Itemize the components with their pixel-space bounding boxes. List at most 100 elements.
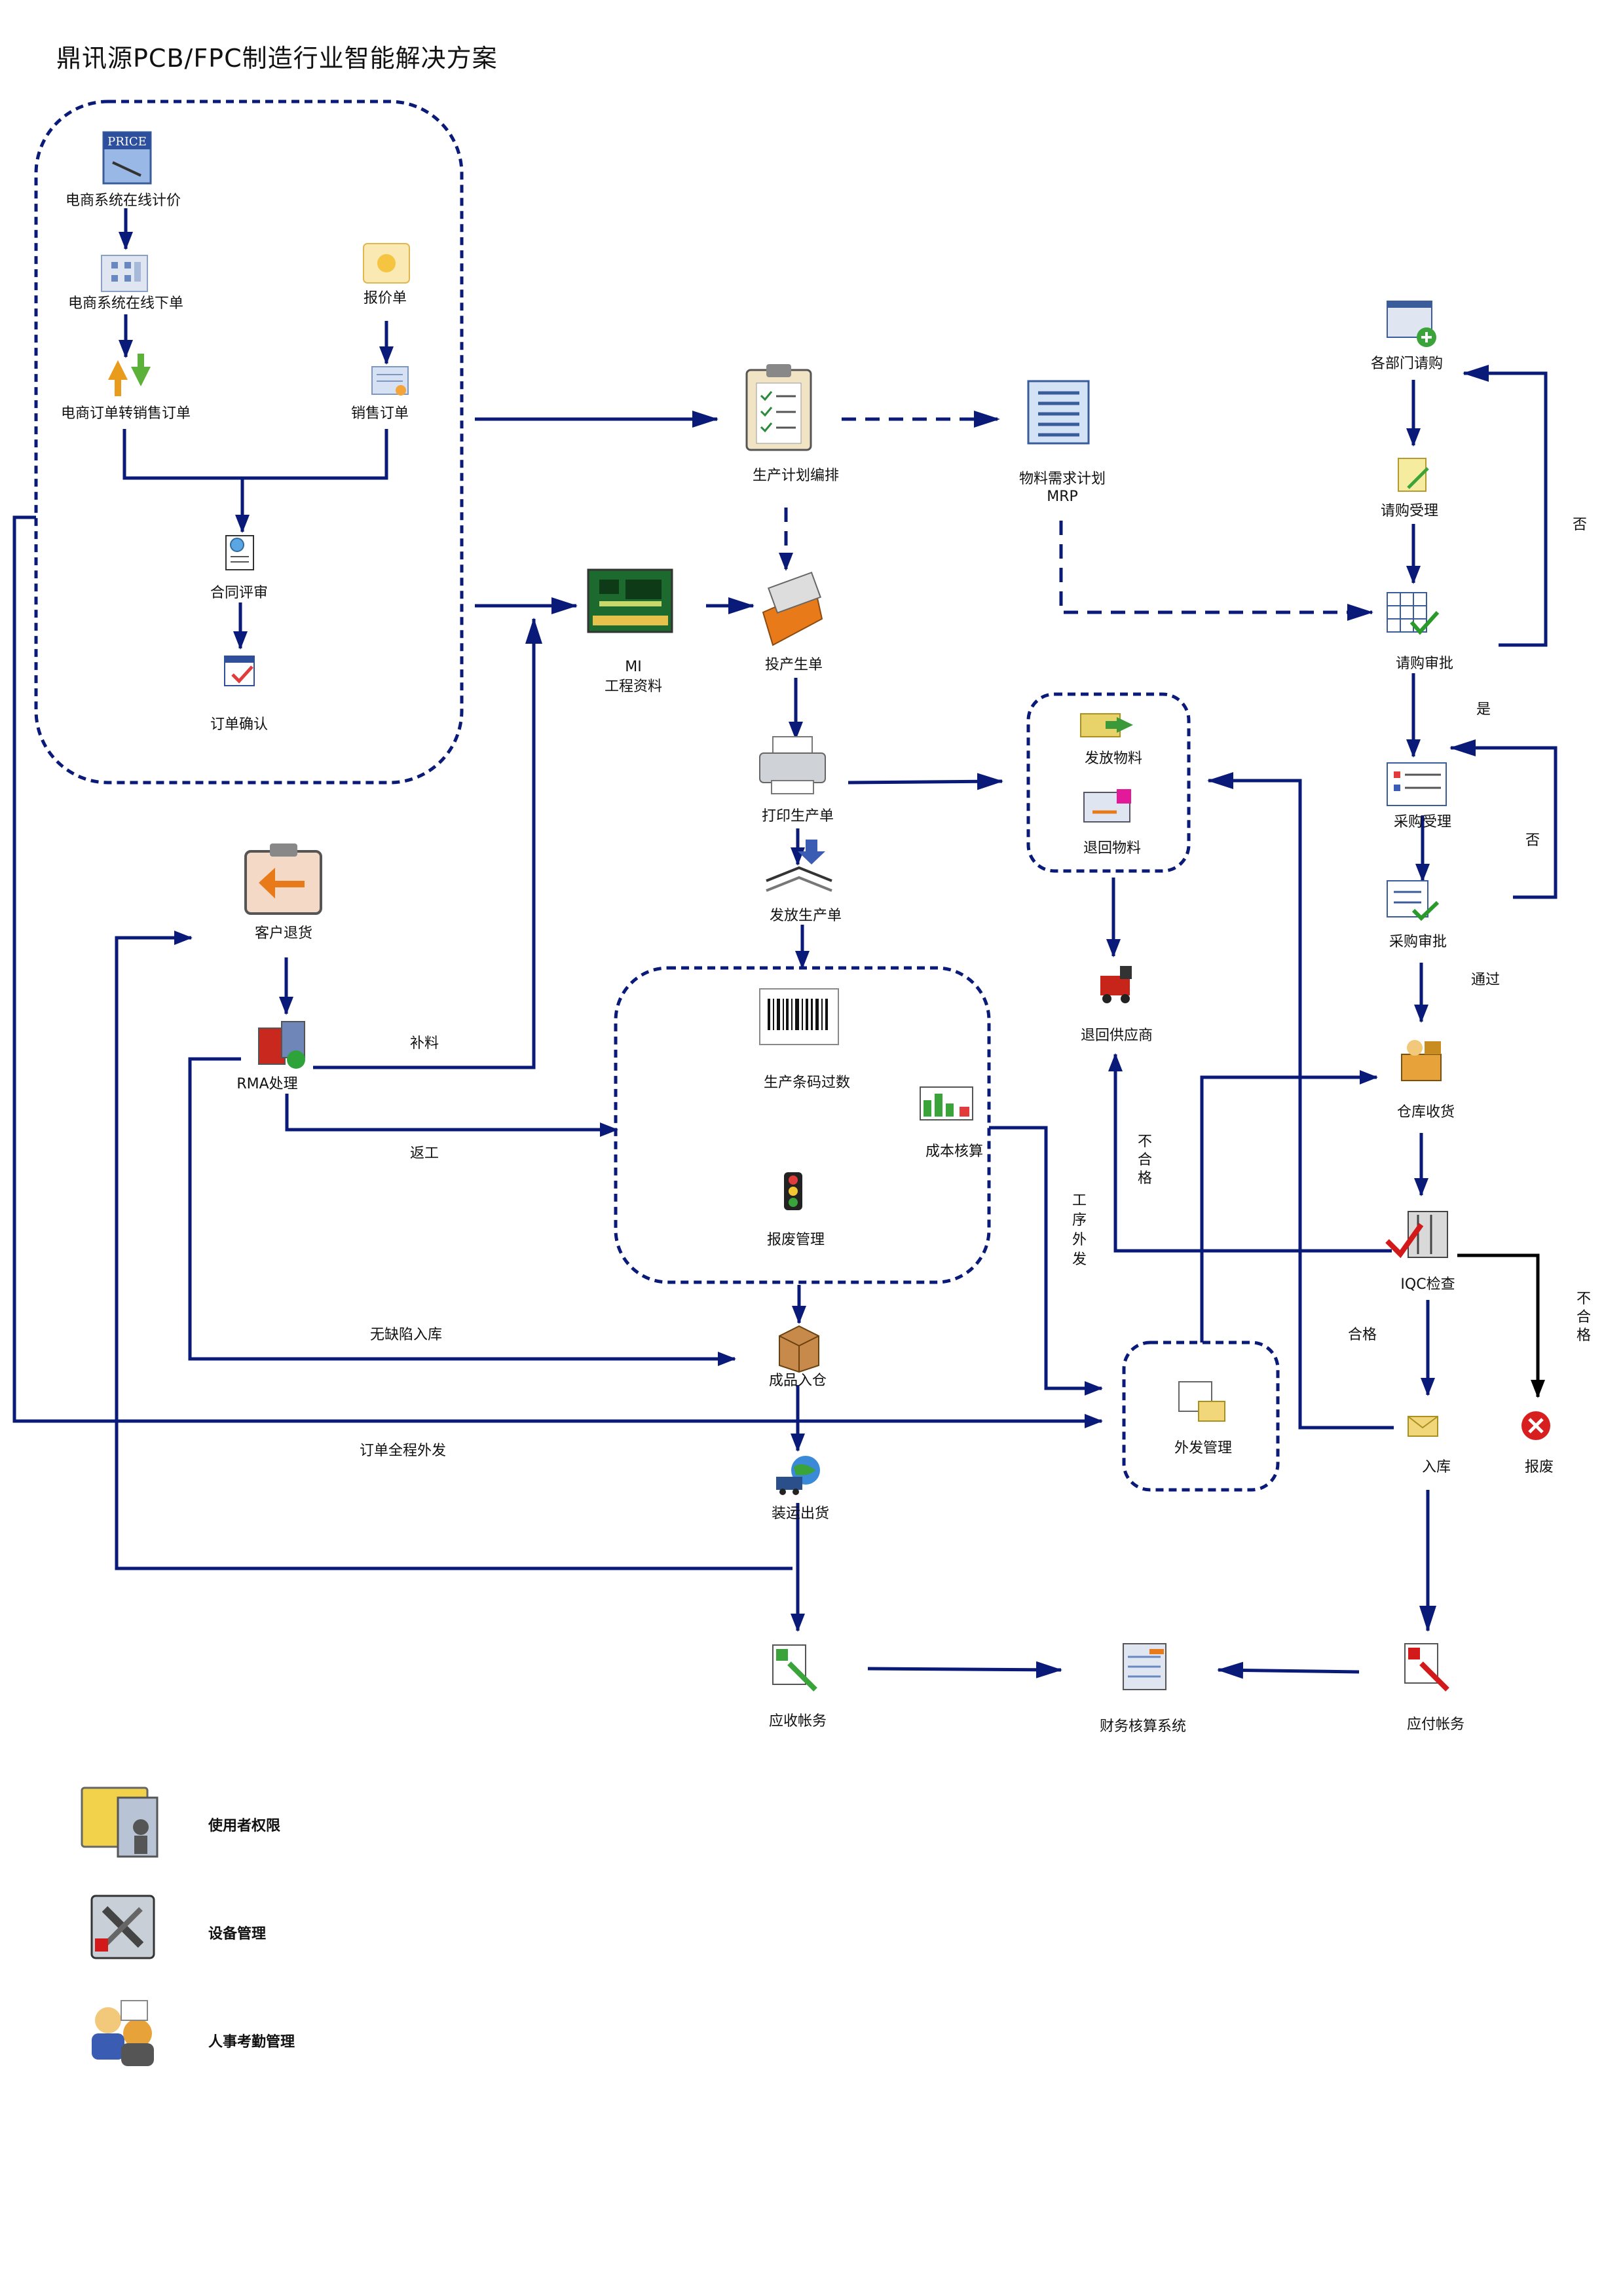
circuit-board-icon — [587, 568, 673, 633]
calculator-sheet-icon — [1123, 1643, 1166, 1690]
checked-calendar-icon — [224, 656, 255, 686]
node-mrp[interactable]: 物料需求计划 — [1019, 471, 1106, 487]
node-mi[interactable]: 工程资料 — [605, 678, 662, 695]
return-box-icon — [244, 843, 322, 915]
payable-arrow-icon — [1404, 1643, 1449, 1692]
node-production-order[interactable]: 投产生单 — [765, 657, 823, 673]
node-stock-in[interactable]: 入库 — [1422, 1459, 1451, 1475]
edge-no-defect — [188, 1057, 736, 1366]
svg-text:合: 合 — [1576, 1309, 1591, 1325]
node-dept-request[interactable]: 各部门请购 — [1371, 356, 1443, 372]
svg-text:不: 不 — [1576, 1291, 1591, 1307]
receivable-arrow-icon — [772, 1644, 817, 1692]
node-order-confirm[interactable]: 订单确认 — [210, 716, 268, 733]
contract-review-icon — [225, 535, 254, 570]
label-replenish: 补料 — [410, 1035, 439, 1052]
cardboard-box-icon — [779, 1325, 819, 1373]
node-shipping[interactable]: 装运出货 — [772, 1506, 829, 1522]
svg-text:合: 合 — [1138, 1152, 1152, 1168]
node-payable[interactable]: 应付帐务 — [1407, 1716, 1464, 1733]
spreadsheet-chart-icon — [920, 1086, 973, 1120]
node-scrap[interactable]: 报废 — [1525, 1459, 1554, 1475]
edge-approve-no — [1463, 365, 1548, 647]
label-order-outsource: 订单全程外发 — [360, 1443, 446, 1459]
rma-boxes-icon — [258, 1021, 305, 1069]
label-no-request: 否 — [1573, 517, 1587, 533]
svg-text:格: 格 — [1138, 1170, 1152, 1187]
node-iqc[interactable]: IQC检查 — [1400, 1276, 1455, 1293]
edge-order-outsource — [12, 515, 1103, 1428]
outsource-doc-icon — [1178, 1381, 1225, 1422]
edge-receivable-finance — [867, 1661, 1062, 1678]
svg-text:PRICE: PRICE — [107, 135, 147, 149]
node-customer-return[interactable]: 客户退货 — [255, 925, 312, 942]
node-online-pricing[interactable]: 电商系统在线计价 — [65, 193, 181, 209]
svg-text:发: 发 — [1072, 1251, 1087, 1268]
inspection-check-icon — [1385, 1211, 1448, 1259]
edge-process-outsource — [989, 1126, 1103, 1396]
edge-payable-finance — [1217, 1661, 1360, 1679]
clipboard-checklist-icon — [745, 364, 812, 451]
legend-equipment[interactable]: 设备管理 — [208, 1925, 266, 1942]
return-screen-icon — [1083, 789, 1131, 823]
svg-text:格: 格 — [1576, 1327, 1591, 1344]
node-return-material[interactable]: 退回物料 — [1083, 840, 1141, 857]
node-production-plan[interactable]: 生产计划编排 — [753, 468, 839, 484]
svg-text:外: 外 — [1072, 1232, 1087, 1248]
edge-shipping-return — [115, 931, 793, 1570]
edge-replenish — [313, 618, 542, 1069]
list-document-icon — [1027, 380, 1090, 445]
label-unqualified-return: 不 合 格 — [1138, 1134, 1152, 1187]
svg-text:不: 不 — [1138, 1134, 1152, 1150]
hr-attendance-icon — [92, 2000, 154, 2066]
label-unqualified-scrap: 不 合 格 — [1576, 1291, 1591, 1344]
quotation-doc-icon — [363, 243, 410, 284]
node-ec-to-sales[interactable]: 电商订单转销售订单 — [61, 405, 191, 422]
edge-outsource-warehouse — [1200, 1070, 1378, 1342]
equipment-tools-icon — [90, 1895, 155, 1959]
legend-user-rights[interactable]: 使用者权限 — [208, 1817, 280, 1834]
envelope-icon — [1408, 1416, 1438, 1437]
form-list-icon — [1387, 762, 1447, 806]
node-contract-review[interactable]: 合同评审 — [210, 585, 268, 601]
node-finance[interactable]: 财务核算系统 — [1100, 1718, 1186, 1735]
edge-iqc-scrap — [1457, 1253, 1545, 1398]
grid-check-icon — [1387, 592, 1440, 635]
label-no-purchase: 否 — [1525, 832, 1540, 849]
node-request-accept[interactable]: 请购受理 — [1381, 503, 1438, 519]
label-yes: 是 — [1476, 701, 1491, 718]
node-rma[interactable]: RMA处理 — [236, 1076, 297, 1092]
material-group-box — [1026, 692, 1191, 873]
node-quotation[interactable]: 报价单 — [364, 290, 407, 306]
folder-arrow-icon — [1080, 713, 1133, 737]
node-request-approve[interactable]: 请购审批 — [1396, 656, 1453, 672]
label-process-outsource: 工 序 外 发 — [1072, 1193, 1087, 1268]
forklift-icon — [1100, 966, 1132, 1003]
sales-order-icon — [371, 366, 409, 396]
node-online-order[interactable]: 电商系统在线下单 — [68, 295, 183, 312]
printer-icon — [759, 736, 826, 794]
node-issue-order[interactable]: 发放生产单 — [770, 908, 842, 924]
transfer-arrows-icon — [108, 354, 151, 396]
node-warehouse-receive[interactable]: 仓库收货 — [1397, 1104, 1455, 1120]
node-purchase-approve[interactable]: 采购审批 — [1389, 934, 1447, 950]
node-print-order[interactable]: 打印生产单 — [762, 808, 834, 824]
node-cost[interactable]: 成本核算 — [925, 1143, 983, 1160]
node-issue-material[interactable]: 发放物料 — [1085, 750, 1142, 767]
price-tag-icon: PRICE — [102, 131, 152, 185]
traffic-light-icon — [784, 1172, 802, 1210]
node-sales-order[interactable]: 销售订单 — [351, 405, 409, 422]
node-purchase-accept[interactable]: 采购受理 — [1394, 814, 1451, 830]
legend-hr[interactable]: 人事考勤管理 — [208, 2033, 295, 2050]
node-return-supplier[interactable]: 退回供应商 — [1081, 1028, 1153, 1044]
svg-text:序: 序 — [1072, 1212, 1087, 1229]
node-outsource[interactable]: 外发管理 — [1174, 1440, 1232, 1456]
user-rights-icon — [81, 1787, 159, 1858]
form-check-icon — [1387, 880, 1440, 921]
node-receivable[interactable]: 应收帐务 — [769, 1713, 827, 1730]
edge-purchase-no — [1449, 739, 1558, 899]
edge-stockin-material — [1207, 772, 1394, 1430]
node-barcode[interactable]: 生产条码过数 — [764, 1075, 850, 1091]
node-scrap-mgmt[interactable]: 报废管理 — [767, 1232, 825, 1248]
node-finished-goods[interactable]: 成品入仓 — [769, 1373, 827, 1389]
